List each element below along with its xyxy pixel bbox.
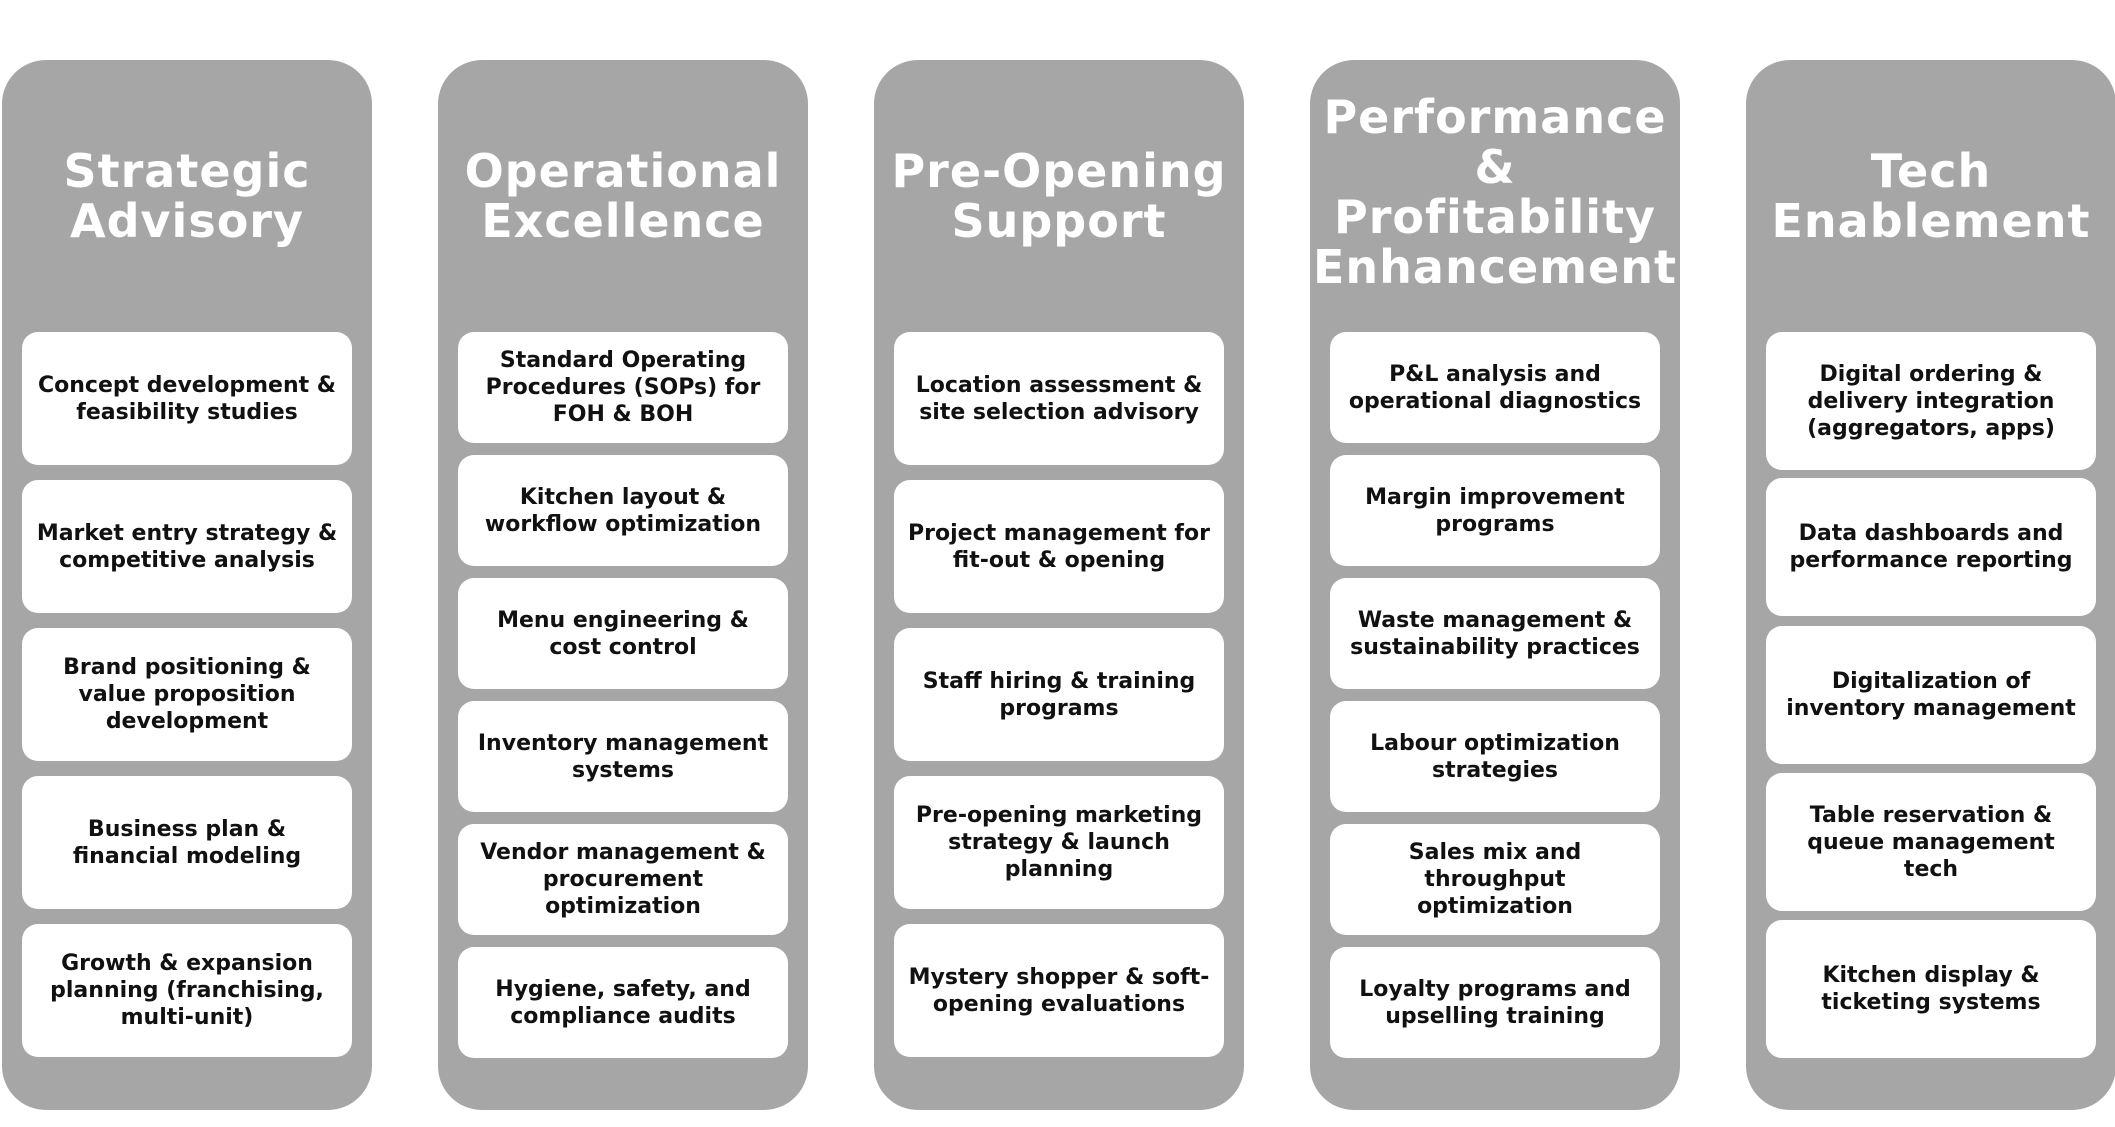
service-card: Market entry strategy & competitive anal… [22,480,352,613]
service-card: Pre-opening marketing strategy & launch … [894,776,1224,909]
service-card: Standard Operating Procedures (SOPs) for… [458,332,788,443]
column-operational-excellence: Operational Excellence Standard Operatin… [438,60,808,1110]
column-strategic-advisory: Strategic Advisory Concept development &… [2,60,372,1110]
service-card: Kitchen display & ticketing systems [1766,920,2096,1058]
column-title: Tech Enablement [1771,144,2091,248]
service-card: Kitchen layout & workflow optimization [458,455,788,566]
service-card: Location assessment & site selection adv… [894,332,1224,465]
column-title: Pre-Opening Support [891,144,1227,248]
service-card: Labour optimization strategies [1330,701,1660,812]
service-card: Mystery shopper & soft-opening evaluatio… [894,924,1224,1057]
column-pre-opening-support: Pre-Opening Support Location assessment … [874,60,1244,1110]
service-card: Loyalty programs and upselling training [1330,947,1660,1058]
column-tech-enablement: Tech Enablement Digital ordering & deliv… [1746,60,2115,1110]
service-card: Hygiene, safety, and compliance audits [458,947,788,1058]
column-performance-profitability: Performance & Profitability Enhancement … [1310,60,1680,1110]
service-card: Table reservation & queue management tec… [1766,773,2096,911]
service-card: Digitalization of inventory management [1766,626,2096,764]
column-title: Performance & Profitability Enhancement [1312,90,1678,294]
service-card: Staff hiring & training programs [894,628,1224,761]
service-card: Inventory management systems [458,701,788,812]
service-card: Business plan & financial modeling [22,776,352,909]
service-card: Project management for fit-out & opening [894,480,1224,613]
service-card: Concept development & feasibility studie… [22,332,352,465]
service-card: Digital ordering & delivery integration … [1766,332,2096,470]
service-card: Waste management & sustainability practi… [1330,578,1660,689]
service-card: Sales mix and throughput optimization [1330,824,1660,935]
service-card: Data dashboards and performance reportin… [1766,478,2096,616]
service-card: Brand positioning & value proposition de… [22,628,352,761]
service-card: Margin improvement programs [1330,455,1660,566]
service-card: Menu engineering & cost control [458,578,788,689]
column-title: Strategic Advisory [63,144,311,248]
service-card: Vendor management & procurement optimiza… [458,824,788,935]
column-title: Operational Excellence [464,144,782,248]
service-card: Growth & expansion planning (franchising… [22,924,352,1057]
service-card: P&L analysis and operational diagnostics [1330,332,1660,443]
